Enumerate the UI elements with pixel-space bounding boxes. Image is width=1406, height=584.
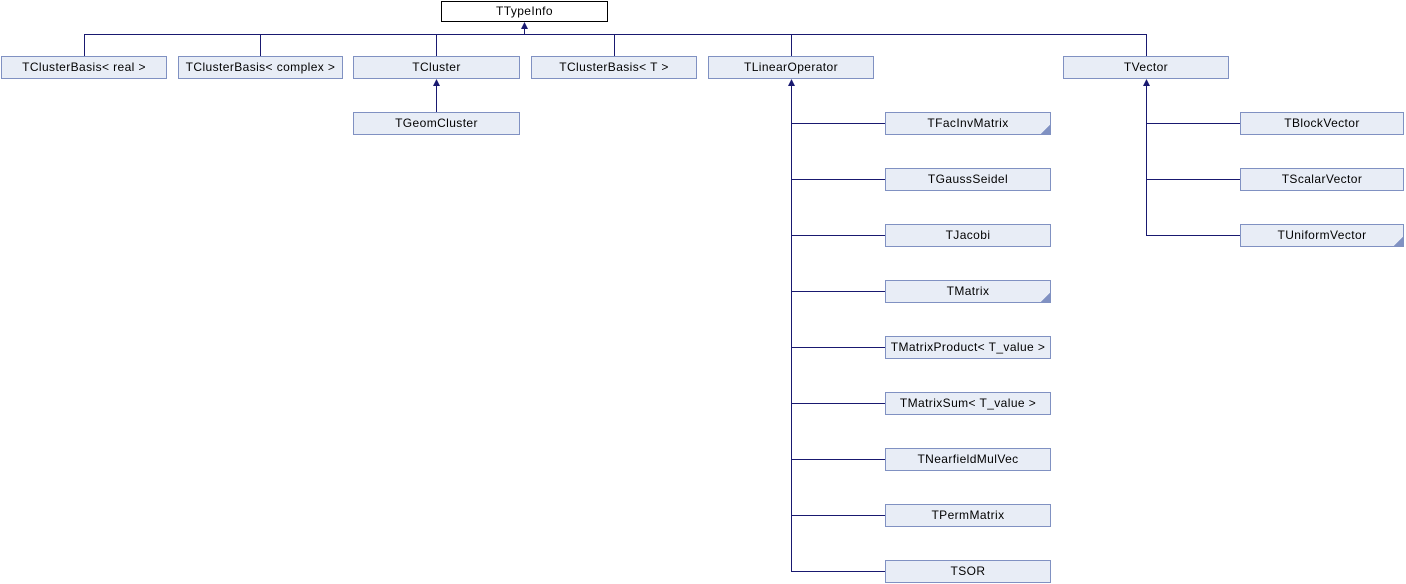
hidden-subclasses-marker <box>1041 293 1050 302</box>
class-node-tclusterbasis-t[interactable]: TClusterBasis< T > <box>531 56 697 79</box>
arrow-to-tvector <box>1143 79 1150 86</box>
class-label: TMatrixSum< T_value > <box>899 396 1037 410</box>
arrow-to-ttypeinfo <box>521 22 528 29</box>
class-node-tmatrixsum[interactable]: TMatrixSum< T_value > <box>885 392 1051 415</box>
class-node-tgaussseidel[interactable]: TGaussSeidel <box>885 168 1051 191</box>
class-node-tclusterbasis-real[interactable]: TClusterBasis< real > <box>1 56 167 79</box>
class-label: TJacobi <box>945 228 991 242</box>
class-label: TCluster <box>412 60 461 74</box>
arrow-to-tcluster <box>433 79 440 86</box>
class-node-tlinearoperator[interactable]: TLinearOperator <box>708 56 874 79</box>
class-label: TClusterBasis< T > <box>559 60 669 74</box>
class-node-tuniformvector[interactable]: TUniformVector <box>1240 224 1404 247</box>
class-label: TUniformVector <box>1277 228 1367 242</box>
class-label: TGeomCluster <box>395 116 478 130</box>
class-label: TMatrixProduct< T_value > <box>890 340 1046 354</box>
class-node-tmatrixproduct[interactable]: TMatrixProduct< T_value > <box>885 336 1051 359</box>
class-node-tscalarvector[interactable]: TScalarVector <box>1240 168 1404 191</box>
class-label: TGaussSeidel <box>927 172 1009 186</box>
class-label: TClusterBasis< complex > <box>185 60 336 74</box>
class-label: TNearfieldMulVec <box>917 452 1019 466</box>
class-label: TTypeInfo <box>496 4 553 18</box>
class-label: TPermMatrix <box>931 508 1005 522</box>
class-label: TBlockVector <box>1284 116 1360 130</box>
class-label: TMatrix <box>946 284 990 298</box>
class-label: TVector <box>1123 60 1169 74</box>
class-label: TClusterBasis< real > <box>22 60 146 74</box>
hidden-subclasses-marker <box>1394 237 1403 246</box>
class-label: TFacInvMatrix <box>927 116 1009 130</box>
class-node-ttypeinfo: TTypeInfo <box>441 1 608 22</box>
class-node-tmatrix[interactable]: TMatrix <box>885 280 1051 303</box>
class-node-tpermmatrix[interactable]: TPermMatrix <box>885 504 1051 527</box>
class-node-tfacinvmatrix[interactable]: TFacInvMatrix <box>885 112 1051 135</box>
class-node-tcluster[interactable]: TCluster <box>353 56 520 79</box>
class-node-tnearfieldmulvec[interactable]: TNearfieldMulVec <box>885 448 1051 471</box>
class-node-tblockvector[interactable]: TBlockVector <box>1240 112 1404 135</box>
class-node-tjacobi[interactable]: TJacobi <box>885 224 1051 247</box>
class-label: TSOR <box>950 564 986 578</box>
class-node-tsor[interactable]: TSOR <box>885 560 1051 583</box>
class-node-tclusterbasis-complex[interactable]: TClusterBasis< complex > <box>178 56 343 79</box>
arrow-to-tlinearoperator <box>788 79 795 86</box>
hidden-subclasses-marker <box>1041 125 1050 134</box>
class-node-tgeomcluster[interactable]: TGeomCluster <box>353 112 520 135</box>
class-label: TLinearOperator <box>743 60 839 74</box>
class-label: TScalarVector <box>1281 172 1363 186</box>
class-node-tvector[interactable]: TVector <box>1063 56 1229 79</box>
